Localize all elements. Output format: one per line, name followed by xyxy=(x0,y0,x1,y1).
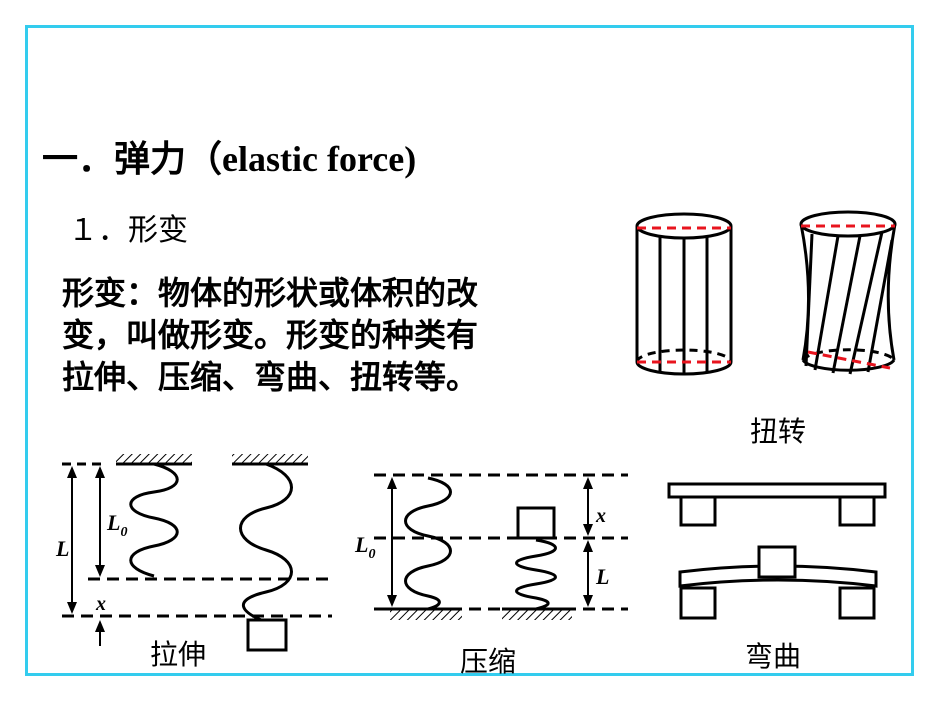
torsion-marker-bottom-right xyxy=(807,350,891,370)
definition-line-2: 变，叫做形变。形变的种类有 xyxy=(62,316,479,354)
stretch-diagram xyxy=(62,454,332,652)
symbol-L0-stretch: L0 xyxy=(106,510,127,540)
hanging-weight xyxy=(246,618,288,652)
floor-right xyxy=(502,610,572,620)
spring-compressed xyxy=(515,538,557,611)
caption-stretch: 拉伸 xyxy=(150,638,207,671)
support-bottom-right xyxy=(838,586,876,620)
symbol-L-compress: L xyxy=(595,564,609,589)
support-bottom-left xyxy=(679,586,717,620)
spring-stretched xyxy=(239,462,293,624)
spring-uncompressed xyxy=(404,476,452,611)
definition-text: 形变：物体的形状或体积的改 变，叫做形变。形变的种类有 拉伸、压缩、弯曲、扭转等… xyxy=(62,272,582,398)
section-heading: １．形变 xyxy=(68,213,188,248)
symbol-L-stretch: L xyxy=(55,536,69,561)
symbol-L0-compress: L0 xyxy=(354,532,375,562)
title-english: elastic force) xyxy=(222,139,417,179)
beam-straight xyxy=(667,482,887,499)
slide-frame xyxy=(25,25,914,676)
torsion-cylinder-twisted xyxy=(799,210,897,375)
ceiling-left xyxy=(116,454,192,464)
support-top-left xyxy=(679,495,717,527)
caption-bend: 弯曲 xyxy=(745,640,802,673)
definition-line-1: 形变：物体的形状或体积的改 xyxy=(62,274,479,312)
floor-left xyxy=(390,610,462,620)
ceiling-right xyxy=(232,454,308,464)
caption-compress: 压缩 xyxy=(460,645,517,678)
pressing-weight xyxy=(516,506,556,540)
bend-diagram xyxy=(667,482,887,620)
symbol-x-stretch: x xyxy=(95,593,106,615)
torsion-cylinder-straight xyxy=(635,212,733,376)
page-title: 一．弹力（elastic force) xyxy=(42,130,416,182)
compress-diagram xyxy=(374,473,628,620)
definition-line-3: 拉伸、压缩、弯曲、扭转等。 xyxy=(62,358,479,396)
symbol-x-compress: x xyxy=(595,505,606,527)
load-block xyxy=(757,545,797,579)
spring-natural xyxy=(129,462,179,578)
caption-torsion: 扭转 xyxy=(750,415,807,448)
title-prefix: 一．弹力（ xyxy=(42,139,223,180)
support-top-right xyxy=(838,495,876,527)
